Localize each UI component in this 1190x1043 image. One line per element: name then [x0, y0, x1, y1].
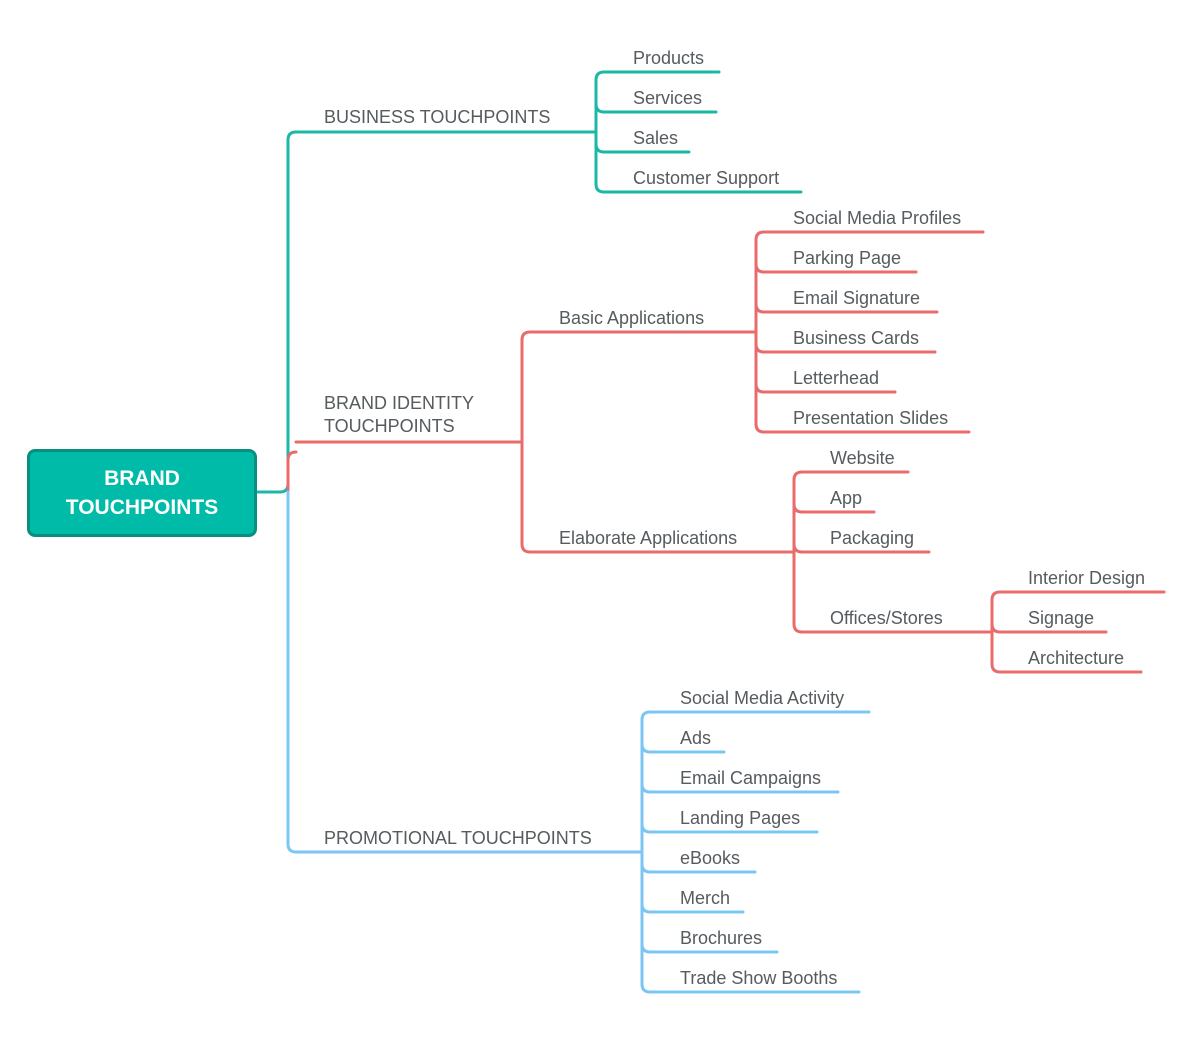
promo-bracket-elbow	[640, 710, 652, 722]
item-app[interactable]: App	[830, 488, 863, 508]
subtopic-services[interactable]: Services	[633, 88, 703, 108]
brand-bracket-elbow	[520, 330, 532, 342]
business-bracket-elbow	[594, 70, 606, 82]
promo-bracket-elbow	[640, 902, 652, 914]
business-bracket-elbow	[594, 102, 606, 114]
promo-bracket-elbow	[640, 862, 652, 874]
business-spine	[286, 130, 298, 486]
brand-bracket-elbow	[520, 542, 532, 554]
item-packaging[interactable]: Packaging	[830, 528, 915, 548]
item-brochures[interactable]: Brochures	[680, 928, 763, 948]
item-offices-stores[interactable]: Offices/Stores	[830, 608, 943, 628]
business-bracket-elbow	[594, 182, 606, 194]
item-letterhead[interactable]: Letterhead	[793, 368, 880, 388]
promo-bracket-elbow	[640, 982, 652, 994]
brand-spine	[286, 450, 298, 494]
subtopic-products[interactable]: Products	[633, 48, 705, 68]
item-ads[interactable]: Ads	[680, 728, 712, 748]
item-parking-page[interactable]: Parking Page	[793, 248, 902, 268]
basic-bracket-elbow	[754, 262, 766, 274]
root-connector	[256, 482, 290, 494]
offices-bracket-elbow	[990, 662, 1002, 674]
topic-brand-identity-touchpoints[interactable]: BRAND IDENTITY TOUCHPOINTS	[324, 393, 474, 436]
topic-promotional-touchpoints[interactable]: PROMOTIONAL TOUCHPOINTS	[324, 828, 592, 848]
item-website[interactable]: Website	[830, 448, 895, 468]
elaborate-bracket-elbow	[792, 542, 804, 554]
item-trade-show-booths[interactable]: Trade Show Booths	[680, 968, 838, 988]
subtopic-basic-applications[interactable]: Basic Applications	[559, 308, 705, 328]
basic-bracket-elbow	[754, 230, 766, 242]
topic-business-touchpoints[interactable]: BUSINESS TOUCHPOINTS	[324, 107, 551, 127]
item-business-cards[interactable]: Business Cards	[793, 328, 920, 348]
item-signage[interactable]: Signage	[1028, 608, 1095, 628]
subtopic-customer-support[interactable]: Customer Support	[633, 168, 780, 188]
offices-bracket-elbow	[990, 622, 1002, 634]
elaborate-bracket-elbow	[792, 470, 804, 482]
promo-bracket-elbow	[640, 942, 652, 954]
elaborate-bracket-elbow	[792, 622, 804, 634]
item-social-media-profiles[interactable]: Social Media Profiles	[793, 208, 962, 228]
basic-bracket-elbow	[754, 342, 766, 354]
item-merch[interactable]: Merch	[680, 888, 731, 908]
subtopic-elaborate-applications[interactable]: Elaborate Applications	[559, 528, 738, 548]
basic-bracket-elbow	[754, 302, 766, 314]
item-interior-design[interactable]: Interior Design	[1028, 568, 1146, 588]
subtopic-sales[interactable]: Sales	[633, 128, 679, 148]
elaborate-bracket-elbow	[792, 502, 804, 514]
promo-spine	[286, 490, 298, 854]
item-ebooks[interactable]: eBooks	[680, 848, 741, 868]
promo-bracket-elbow	[640, 742, 652, 754]
basic-bracket-elbow	[754, 422, 766, 434]
item-email-campaigns[interactable]: Email Campaigns	[680, 768, 822, 788]
item-presentation-slides[interactable]: Presentation Slides	[793, 408, 949, 428]
basic-bracket-elbow	[754, 382, 766, 394]
item-social-media-activity[interactable]: Social Media Activity	[680, 688, 845, 708]
business-bracket-elbow	[594, 142, 606, 154]
promo-bracket-elbow	[640, 822, 652, 834]
item-email-signature[interactable]: Email Signature	[793, 288, 921, 308]
promo-bracket-elbow	[640, 782, 652, 794]
root-node[interactable]: BRAND TOUCHPOINTS	[27, 449, 257, 537]
offices-bracket-elbow	[990, 590, 1002, 602]
item-architecture[interactable]: Architecture	[1028, 648, 1125, 668]
item-landing-pages[interactable]: Landing Pages	[680, 808, 801, 828]
